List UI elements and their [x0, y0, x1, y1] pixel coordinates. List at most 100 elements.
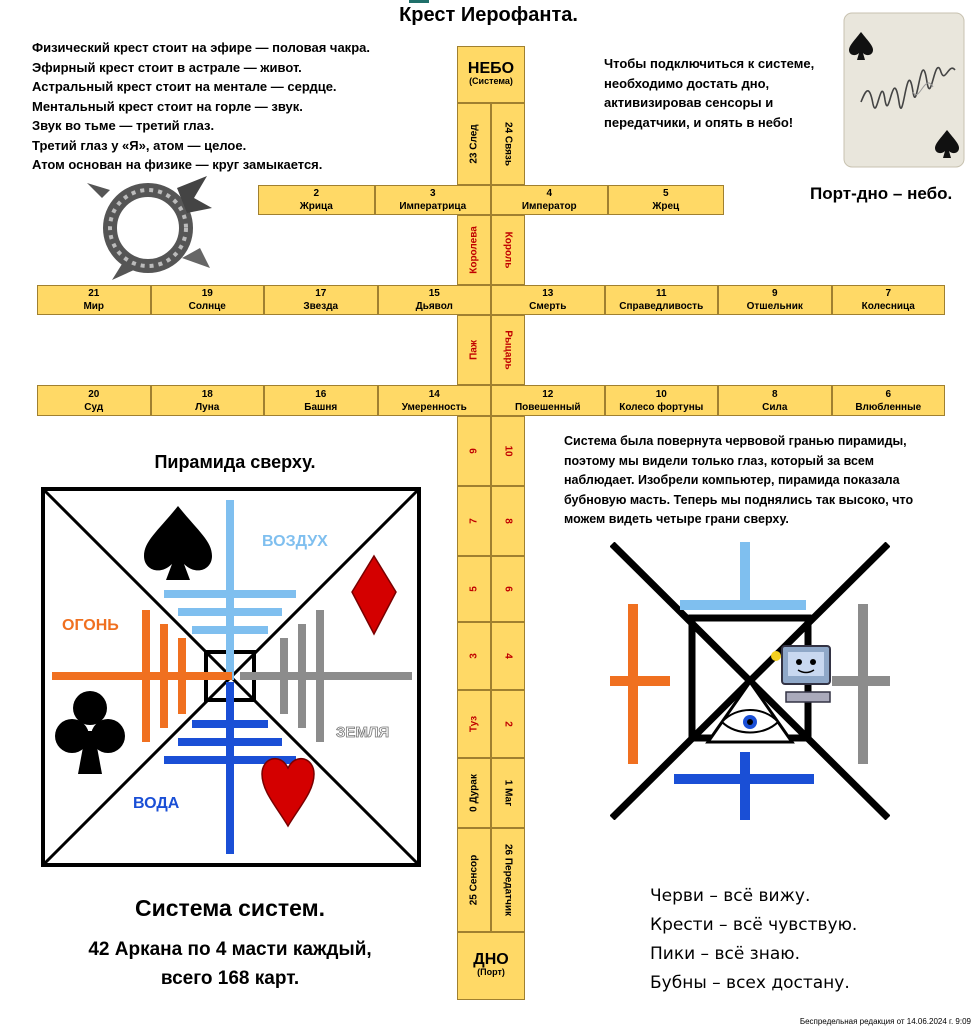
column-cell: 9	[457, 416, 491, 486]
air-cross	[164, 500, 296, 680]
pyramid-diagram	[41, 487, 421, 867]
arcana-name: Суд	[84, 401, 104, 413]
column-cell: 5	[457, 556, 491, 622]
bottom-cell: ДНО (Порт)	[457, 932, 525, 1000]
port-text: Порт-дно – небо.	[810, 184, 953, 203]
column-cell: 10	[491, 416, 525, 486]
column-cell: 7	[457, 486, 491, 556]
system-line: поэтому мы видели только глаз, который з…	[564, 453, 874, 468]
connect-line: передатчики, и опять в небо!	[604, 114, 794, 130]
earth-cross	[240, 610, 412, 742]
fire-cross	[52, 610, 232, 742]
column-cell: 26 Передатчик	[491, 828, 525, 932]
suits-text: Черви – всё вижу. Крести – всё чувствую.…	[650, 882, 857, 998]
arcana-name: Смерть	[529, 301, 567, 312]
dragon-ouroboros-icon	[87, 176, 212, 280]
intro-line: Физический крест стоит на эфире — полова…	[32, 40, 370, 55]
club-icon	[55, 691, 125, 774]
arcana-number: 10	[655, 388, 667, 400]
pyramid-eye-diagram	[610, 542, 890, 820]
column-label: 8	[502, 518, 514, 524]
water-cross	[164, 682, 296, 854]
intro-text: Физический крест стоит на эфире — полова…	[32, 38, 370, 175]
spade-icon	[144, 506, 212, 580]
column-label: 0 Дурак	[468, 774, 480, 812]
column-cell: 4	[491, 622, 525, 690]
arcana-name: Справедливость	[619, 301, 704, 312]
arcana-number: 16	[315, 388, 327, 400]
top-accent-bar	[409, 0, 429, 3]
fire-label: ОГОНЬ	[62, 617, 119, 634]
arcana-number: 8	[771, 388, 778, 400]
column-cell: Туз	[457, 690, 491, 758]
system-of-systems: Система систем.	[134, 895, 326, 921]
intro-line: Атом основан на физике — круг замыкается…	[32, 157, 323, 172]
bottom-label: ДНО	[473, 951, 509, 968]
intro-line: Астральный крест стоит на ментале — серд…	[32, 79, 337, 94]
column-label: Рыцарь	[502, 330, 514, 370]
earth-label: ЗЕМЛЯ	[336, 724, 390, 742]
column-cell: Королева	[457, 215, 491, 285]
arcana-name: Императрица	[399, 201, 467, 212]
column-label: 4	[502, 653, 514, 659]
arcana-name: Колесница	[861, 301, 915, 312]
arcana-name: Башня	[304, 401, 338, 413]
air-label: ВОЗДУХ	[262, 533, 328, 550]
arcana-name: Император	[521, 201, 577, 212]
column-label: 6	[502, 586, 514, 592]
arcana-name: Умеренность	[401, 401, 467, 413]
column-label: 3	[468, 653, 480, 659]
page-title: Крест Иерофанта.	[399, 4, 578, 26]
column-cell: 1 Маг	[491, 758, 525, 828]
pyramid-title: Пирамида сверху.	[154, 452, 316, 472]
arcana-number: 2	[313, 188, 320, 199]
intro-line: Звук во тьме — третий глаз.	[32, 118, 215, 133]
connect-line: необходимо достать дно,	[604, 75, 770, 91]
arcana-text: 42 Аркана по 4 масти каждый, всего 168 к…	[30, 935, 430, 993]
column-cell: Рыцарь	[491, 315, 525, 385]
column-label: Король	[502, 231, 514, 269]
arcana-name: Отшельник	[746, 301, 803, 312]
connect-line: активизировав сенсоры и	[604, 95, 774, 110]
arcana-number: 7	[885, 288, 892, 299]
computer-icon	[771, 645, 831, 703]
bottom-sub: (Порт)	[477, 967, 505, 977]
arcana-name: Повешенный	[514, 401, 581, 413]
arcana-line: всего 168 карт.	[160, 968, 300, 989]
column-cell: 3	[457, 622, 491, 690]
system-line: наблюдает. Изобрели компьютер, пирамида …	[564, 473, 900, 487]
column-label: 7	[468, 518, 480, 524]
intro-line: Третий глаз у «Я», атом — целое.	[32, 137, 247, 153]
connect-text: Чтобы подключиться к системе, необходимо…	[604, 54, 814, 132]
column-label: 10	[502, 445, 514, 457]
column-cell: 8	[491, 486, 525, 556]
column-label: 1 Маг	[502, 779, 514, 807]
arcana-line: 42 Аркана по 4 масти каждый,	[88, 939, 372, 960]
sky-sub: (Система)	[469, 75, 513, 86]
connect-line: Чтобы подключиться к системе,	[604, 56, 815, 71]
arcana-name: Дьявол	[415, 301, 453, 312]
intro-line: Ментальный крест стоит на горле — звук.	[32, 98, 303, 114]
column-label: 9	[468, 448, 480, 454]
intro-line: Эфирный крест стоит в астрале — живот.	[32, 59, 302, 75]
column-cell: 2	[491, 690, 525, 758]
arcana-name: Сила	[762, 401, 788, 413]
column-label: 25 Сенсор	[468, 854, 480, 906]
system-line: бубновую масть. Теперь мы поднялись так …	[564, 492, 914, 507]
column-cell: 23 След	[457, 103, 491, 185]
diamond-icon	[351, 554, 397, 636]
system-line: можем видеть четыре грани сверху.	[564, 512, 789, 526]
